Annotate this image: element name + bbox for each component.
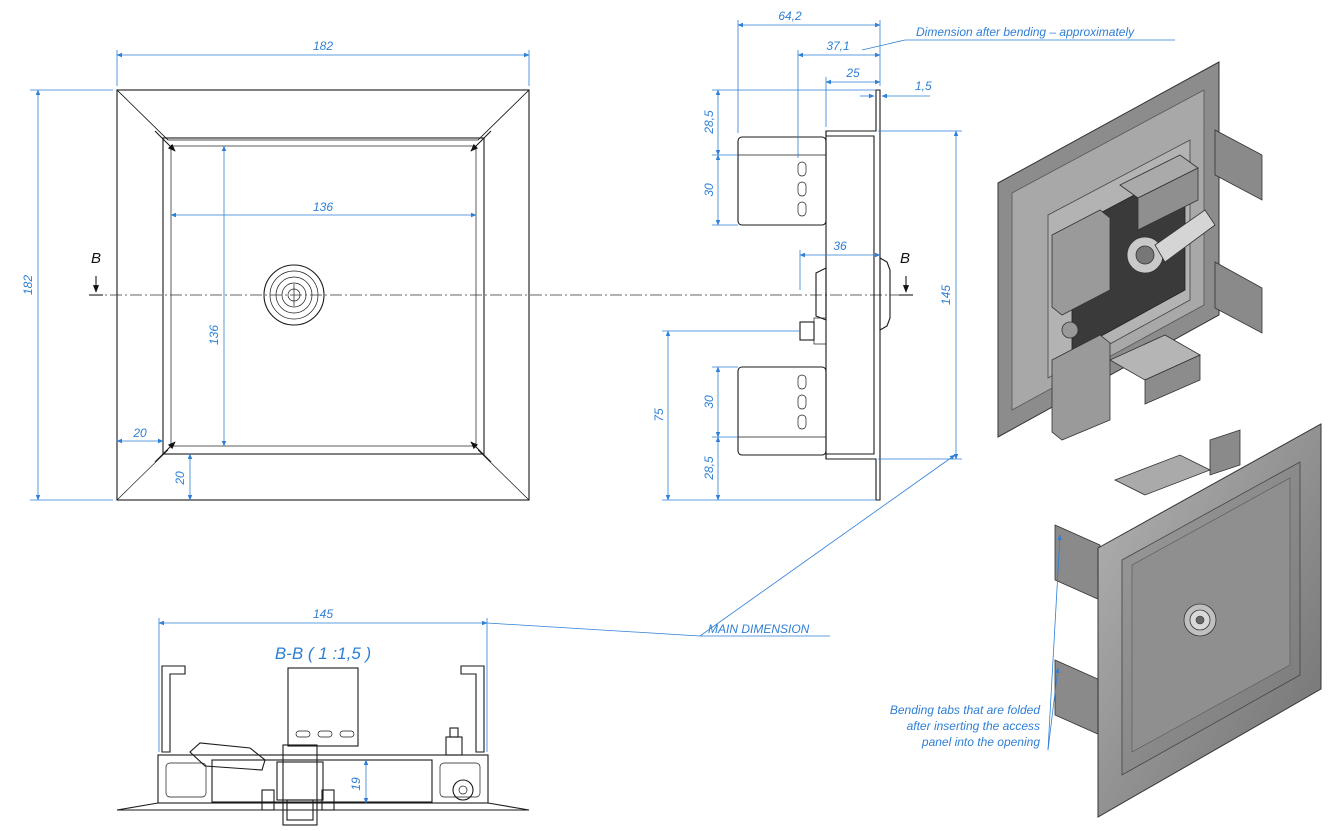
tabs-note-line2: after inserting the access bbox=[907, 719, 1040, 733]
dim-frame-side: 20 bbox=[132, 426, 147, 440]
svg-text:B: B bbox=[900, 250, 910, 267]
lock-handle bbox=[815, 267, 827, 321]
dim-tab-top: 30 bbox=[702, 183, 716, 197]
inner-opening bbox=[162, 137, 485, 455]
dim-main-height: 145 bbox=[939, 285, 953, 305]
bevel-outline bbox=[116, 89, 530, 141]
dim-tab-bottom: 30 bbox=[702, 395, 716, 409]
inner-panel bbox=[170, 145, 477, 447]
section-mark-right: B bbox=[899, 250, 913, 296]
dim-inner-width: 136 bbox=[313, 200, 333, 214]
render-rear bbox=[997, 61, 1263, 441]
dim-lock-depth: 36 bbox=[833, 239, 847, 253]
tab-top bbox=[737, 136, 827, 226]
svg-text:B: B bbox=[91, 250, 101, 267]
dim-lower-75: 75 bbox=[652, 408, 666, 422]
side-view: B 64,2 37,1 25 1,5 Dimension after bendi… bbox=[652, 9, 1175, 501]
dim-total-depth: 64,2 bbox=[778, 9, 802, 23]
dim-bottom-offset: 28,5 bbox=[702, 456, 716, 481]
tabs-note-line3: panel into the opening bbox=[921, 735, 1040, 749]
dim-frame-bottom: 20 bbox=[173, 471, 187, 486]
render-front: Bending tabs that are folded after inser… bbox=[890, 423, 1322, 818]
dim-front-height: 182 bbox=[21, 275, 35, 295]
dim-top-offset: 28,5 bbox=[702, 110, 716, 135]
dim-inner-height: 136 bbox=[207, 325, 221, 345]
section-mark-left: B bbox=[89, 250, 103, 296]
dim-depth-2: 37,1 bbox=[826, 39, 849, 53]
bending-note: Dimension after bending – approximately bbox=[916, 25, 1135, 39]
dim-depth-3: 25 bbox=[845, 66, 860, 80]
dim-section-width: 145 bbox=[313, 607, 333, 621]
dim-thickness: 1,5 bbox=[915, 79, 932, 93]
tabs-note-line1: Bending tabs that are folded bbox=[890, 703, 1040, 717]
section-title: B-B ( 1 :1,5 ) bbox=[275, 644, 371, 663]
tab-bottom bbox=[737, 366, 827, 456]
front-view: B 182 182 136 136 20 20 bbox=[21, 39, 910, 501]
section-view: B-B ( 1 :1,5 ) 145 MAIN DIMENSION bbox=[116, 454, 956, 826]
main-dimension-label: MAIN DIMENSION bbox=[708, 622, 810, 636]
dim-front-width: 182 bbox=[313, 39, 333, 53]
dim-section-thickness: 19 bbox=[349, 777, 363, 791]
lock-section bbox=[189, 742, 335, 826]
